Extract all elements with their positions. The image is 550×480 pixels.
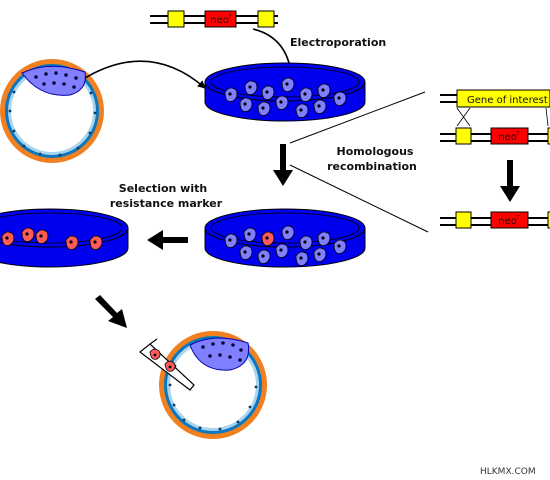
selection-label: Selection with: [119, 182, 207, 195]
cell-nucleus: [228, 238, 232, 242]
culture-dish-electroporation: [204, 62, 366, 122]
neo-label: neor: [498, 213, 520, 227]
curved-arrow-icon: [84, 60, 206, 89]
cell-nucleus: [299, 108, 303, 112]
recombined-locus: neor: [440, 211, 550, 229]
zoom-line-upper: [289, 91, 426, 144]
top-construct: neor: [150, 10, 278, 28]
selection-box-right: [257, 10, 275, 28]
blastocyst-host: [159, 331, 267, 439]
cell-nucleus: [337, 244, 341, 248]
injection-pipette: [139, 338, 195, 391]
cell-nucleus: [243, 250, 247, 254]
cell-group: [1, 227, 103, 250]
solid-left-arrow-icon: [147, 230, 188, 250]
culture-dish-recombined: [204, 208, 366, 268]
cell-nucleus: [248, 85, 252, 89]
neo-label: neor: [210, 12, 232, 26]
cell-nucleus: [247, 232, 251, 236]
zoom-line-lower: [289, 164, 429, 233]
solid-down-arrow-icon: [273, 144, 293, 186]
cell-nucleus: [228, 92, 232, 96]
cell-nucleus: [321, 236, 325, 240]
crossover-lines: [456, 107, 549, 127]
blastocyst-donor: [0, 59, 104, 163]
resistance-marker-label: resistance marker: [110, 197, 223, 210]
watermark: HLKMX.COM: [480, 467, 536, 477]
solid-down-arrow-icon: [500, 160, 520, 202]
gene-of-interest-label: Gene of interest: [467, 95, 548, 106]
cell-nucleus: [317, 252, 321, 256]
cell-nucleus: [265, 236, 269, 240]
neo-label: neor: [498, 129, 520, 143]
cell-nucleus: [321, 88, 325, 92]
cell-nucleus: [5, 236, 9, 240]
selection-box-left: [167, 10, 185, 28]
cell-nucleus: [299, 256, 303, 260]
cell-nucleus: [261, 106, 265, 110]
cell-nucleus: [93, 240, 97, 244]
cell-nucleus: [261, 254, 265, 258]
cell-nucleus: [285, 230, 289, 234]
cell-nucleus: [317, 104, 321, 108]
cell-nucleus: [337, 96, 341, 100]
cell-nucleus: [279, 100, 283, 104]
cell-nucleus: [69, 240, 73, 244]
solid-diagonal-arrow-icon: [95, 295, 127, 328]
cell-nucleus: [39, 234, 43, 238]
cell-group: [224, 77, 347, 118]
cell-nucleus: [243, 102, 247, 106]
cell-nucleus: [265, 90, 269, 94]
cell-nucleus: [25, 232, 29, 236]
cell-group: [224, 225, 347, 266]
icm-cells: [34, 71, 78, 89]
cell-nucleus: [303, 240, 307, 244]
neo-box: [204, 10, 237, 28]
electroporation-label: Electroporation: [290, 36, 386, 49]
recombination-label: recombination: [327, 160, 417, 173]
cell-nucleus: [279, 248, 283, 252]
injected-cell: [149, 348, 176, 372]
cell-nucleus: [285, 82, 289, 86]
targeting-vector: neor: [440, 127, 550, 145]
gene-of-interest-locus: Gene of interest: [440, 89, 550, 108]
homologous-label: Homologous: [337, 145, 414, 158]
culture-dish-selected: [0, 208, 129, 268]
cell-nucleus: [303, 92, 307, 96]
